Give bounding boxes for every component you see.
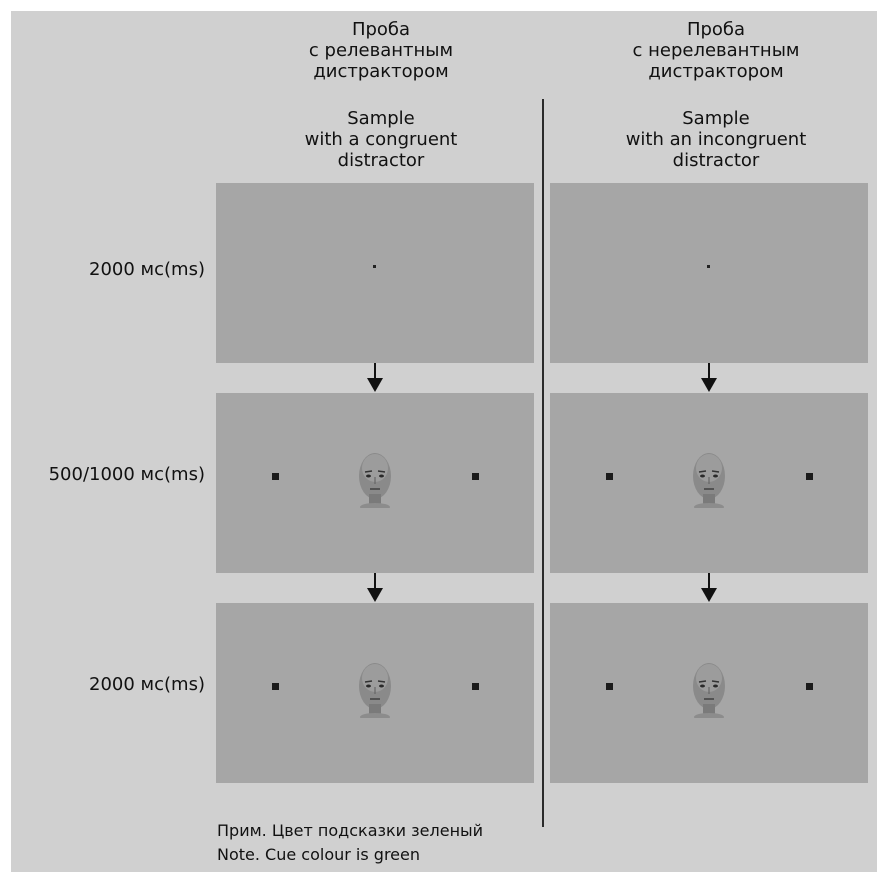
header-line: distractor (672, 150, 760, 171)
header-line: distractor (337, 150, 425, 171)
row-label-face-cue: 500/1000 мс(ms) (48, 464, 205, 485)
arrow-down-icon (367, 573, 383, 602)
face-icon (693, 453, 725, 508)
frame-face-cue-right (550, 393, 868, 573)
cue-square-left (272, 473, 279, 480)
cue-square-right (806, 473, 813, 480)
face-icon (359, 453, 391, 508)
header-right-russian: Проба с нерелевантным дистрактором (551, 19, 877, 82)
frame-target-left (216, 603, 534, 783)
fixation-dot (707, 265, 710, 268)
arrow-down-icon (367, 363, 383, 392)
fixation-dot (373, 265, 376, 268)
header-line: Проба (351, 19, 411, 40)
figure-background: Проба с релевантным дистрактором Sample … (11, 11, 877, 872)
header-left-english: Sample with a congruent distractor (216, 108, 546, 171)
cue-square-left (272, 683, 279, 690)
cue-square-right (472, 683, 479, 690)
header-line: Проба (686, 19, 746, 40)
note-russian: Прим. Цвет подсказки зеленый (217, 821, 484, 840)
header-left-russian: Проба с релевантным дистрактором (216, 19, 546, 82)
cue-square-left (606, 473, 613, 480)
frame-fixation-right (550, 183, 868, 363)
face-icon (693, 663, 725, 718)
row-label-target: 2000 мс(ms) (89, 674, 205, 695)
face-icon (359, 663, 391, 718)
cue-square-right (806, 683, 813, 690)
header-line: с нерелевантным (632, 40, 800, 61)
header-line: Sample (682, 108, 750, 129)
column-divider (542, 99, 544, 827)
frame-target-right (550, 603, 868, 783)
cue-square-right (472, 473, 479, 480)
header-line: с релевантным (308, 40, 454, 61)
cue-square-left (606, 683, 613, 690)
frame-fixation-left (216, 183, 534, 363)
note-english: Note. Cue colour is green (217, 845, 420, 864)
header-line: дистрактором (648, 61, 784, 82)
arrow-down-icon (701, 573, 717, 602)
frame-face-cue-left (216, 393, 534, 573)
header-line: with an incongruent (625, 129, 807, 150)
header-right-english: Sample with an incongruent distractor (551, 108, 877, 171)
arrow-down-icon (701, 363, 717, 392)
row-label-fixation: 2000 мс(ms) (89, 259, 205, 280)
header-line: дистрактором (313, 61, 449, 82)
header-line: Sample (347, 108, 415, 129)
header-line: with a congruent (304, 129, 458, 150)
